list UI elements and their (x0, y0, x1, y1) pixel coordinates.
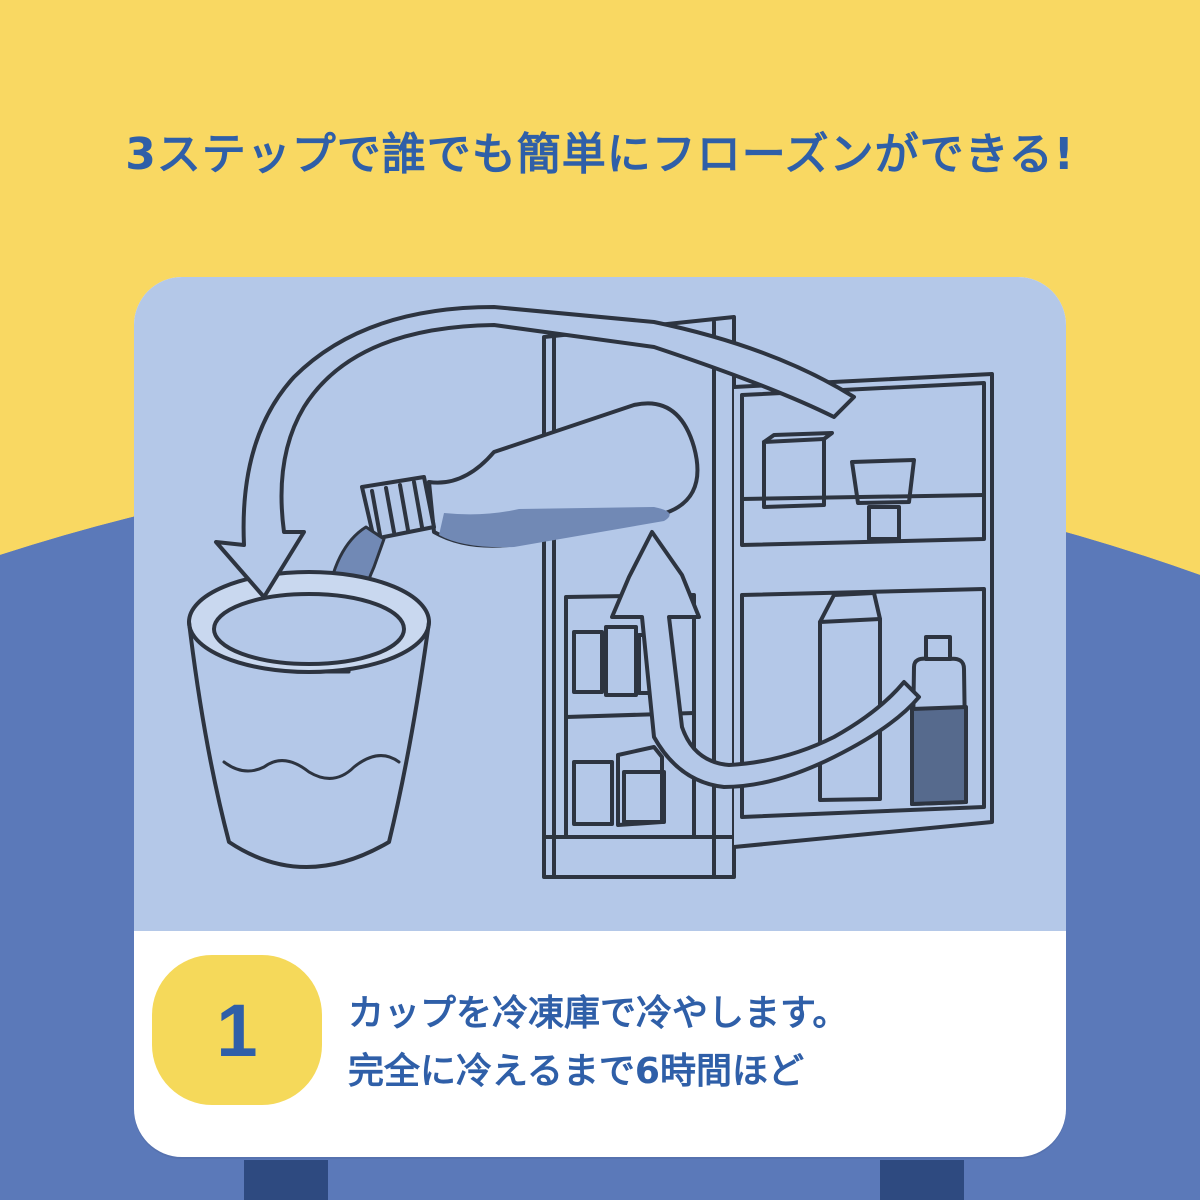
step-description: カップを冷凍庫で冷やします。 完全に冷えるまで6時間ほど (348, 985, 1048, 1101)
cup-icon (187, 570, 431, 869)
arrow-icon-2 (610, 530, 921, 789)
illustration-panel (134, 277, 1066, 931)
step-illustration (187, 305, 994, 879)
stand-leg-right (880, 1160, 964, 1200)
refrigerator-icon (542, 315, 994, 879)
step-number-badge: 1 (152, 955, 322, 1105)
page-title: 3ステップで誰でも簡単にフローズンができる! (125, 129, 1075, 180)
bottle-icon (360, 401, 700, 548)
arrow-icon (214, 305, 856, 599)
step-description-line-1: カップを冷凍庫で冷やします。 (348, 993, 849, 1034)
step-number: 1 (216, 988, 258, 1072)
step-card: 1 カップを冷凍庫で冷やします。 完全に冷えるまで6時間ほど (134, 277, 1066, 1157)
stand-leg-left (244, 1160, 328, 1200)
step-description-line-2: 完全に冷えるまで6時間ほど (348, 1051, 804, 1092)
